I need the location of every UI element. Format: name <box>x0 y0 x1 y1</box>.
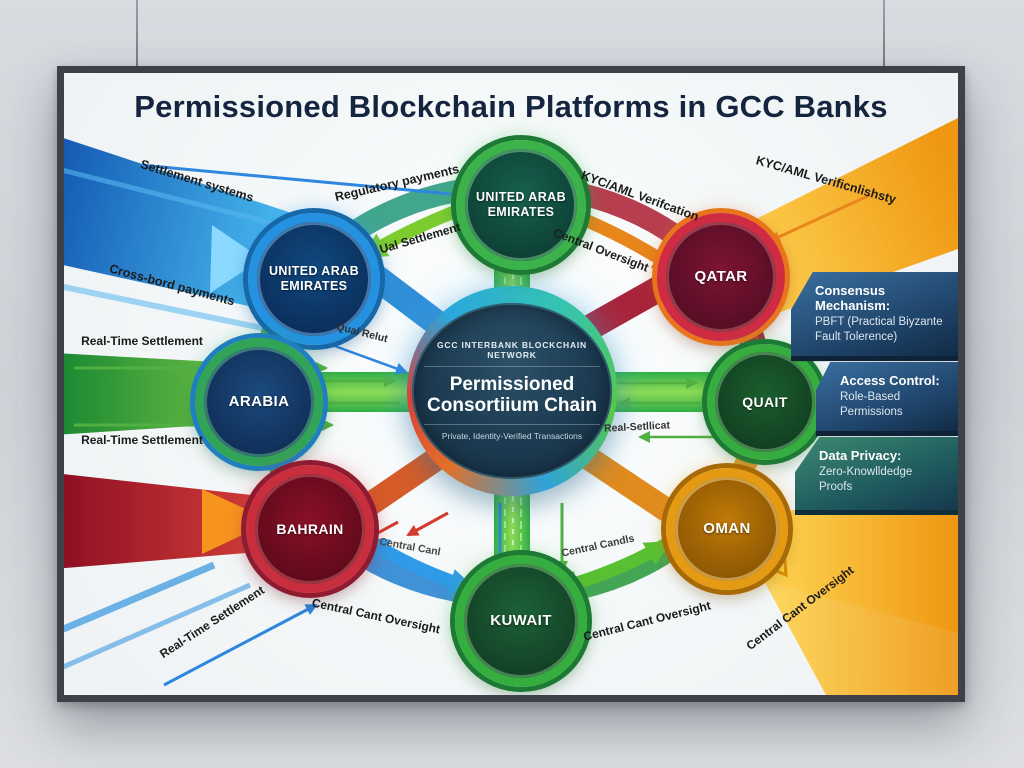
node-uae-left: UNITED ARAB EMIRATES <box>248 213 380 345</box>
hub-ring: GCC INTERBANK BLOCKCHAIN NETWORK Permiss… <box>407 286 617 496</box>
node-uae-top: UNITED ARAB EMIRATES <box>456 140 586 270</box>
hub-network-label: GCC INTERBANK BLOCKCHAIN NETWORK <box>437 340 587 361</box>
node-label: UNITED ARAB EMIRATES <box>475 190 567 219</box>
hub-subtext: Private, Identity-Verified Transactions <box>441 430 583 441</box>
page-title: Permissioned Blockchain Platforms in GCC… <box>134 89 888 124</box>
info-box-access-control: Access Control: Role-Based Permissions <box>816 362 958 437</box>
flow-label-real-time-settlement-upper: Real-Time Settlement <box>81 334 203 348</box>
node-bahrain: BAHRAIN <box>246 465 374 593</box>
node-quait: QUAIT <box>707 344 823 460</box>
flow-label-real-time-settlement-lower: Real-Time Settlement <box>81 433 203 447</box>
hub-core: GCC INTERBANK BLOCKCHAIN NETWORK Permiss… <box>412 303 612 479</box>
info-box-body: PBFT (Practical Biyzante Fault Tolerence… <box>815 316 943 343</box>
diagram-canvas: Permissioned Blockchain Platforms in GCC… <box>64 73 958 695</box>
info-box-data-privacy: Data Privacy: Zero-Knowlldedge Proofs <box>795 437 958 515</box>
node-label: KUWAIT <box>490 612 552 630</box>
hanging-wire-left <box>136 0 138 70</box>
info-box-body: Role-Based Permissions <box>840 391 903 418</box>
info-box-heading: Access Control: <box>840 373 940 388</box>
node-label: UNITED ARAB EMIRATES <box>268 264 360 293</box>
poster-frame: Permissioned Blockchain Platforms in GCC… <box>57 66 965 702</box>
hub-heading: Permissioned Consortiium Chain <box>424 366 600 425</box>
node-arabia: ARABIA <box>195 338 323 466</box>
streaks-bottom-left-blue <box>64 561 318 687</box>
node-oman: OMAN <box>666 468 788 590</box>
node-qatar: QATAR <box>657 213 785 341</box>
node-label: QATAR <box>694 268 748 286</box>
info-box-consensus-mechanism: Consensus Mechanism: PBFT (Practical Biy… <box>791 272 958 362</box>
node-kuwait: KUWAIT <box>455 555 587 687</box>
node-label: OMAN <box>703 520 751 538</box>
hanging-wire-right <box>883 0 885 72</box>
info-box-body: Zero-Knowlldedge Proofs <box>819 466 913 493</box>
node-label: ARABIA <box>228 393 290 411</box>
node-label: BAHRAIN <box>276 520 344 537</box>
node-label: QUAIT <box>742 393 788 410</box>
info-box-heading: Data Privacy: <box>819 448 902 463</box>
info-box-heading: Consensus Mechanism: <box>815 283 891 313</box>
beam-bottom-left-red <box>64 474 272 569</box>
